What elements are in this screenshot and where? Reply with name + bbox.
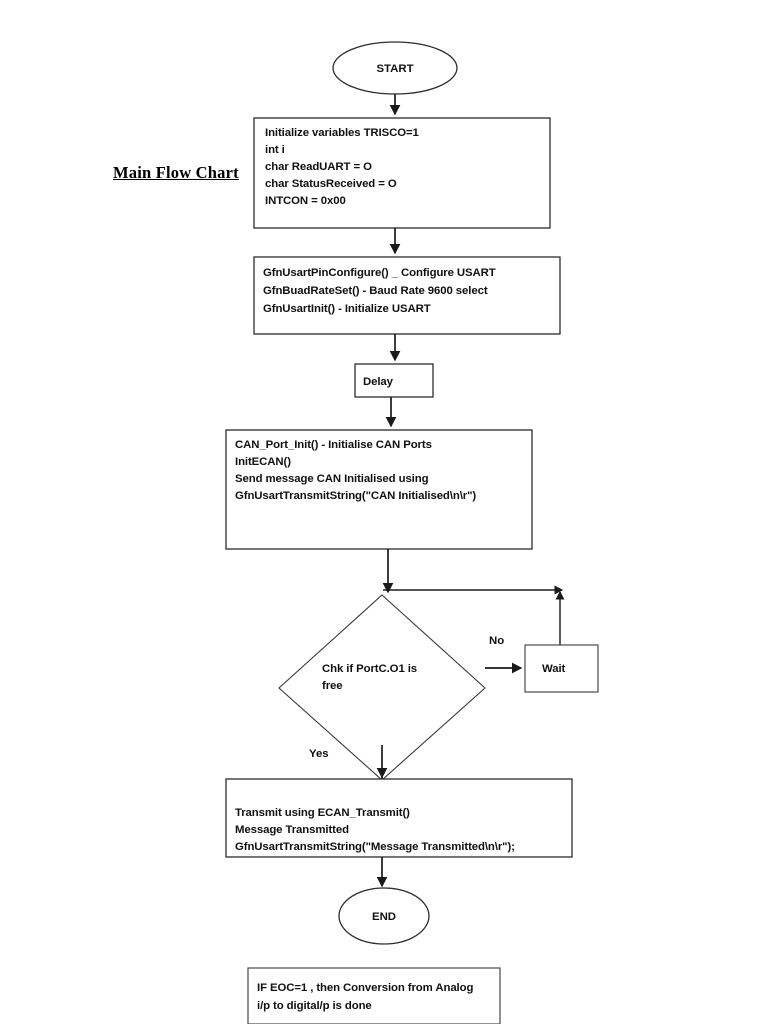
- chart-title: Main Flow Chart: [113, 163, 239, 182]
- node-transmit[interactable]: Transmit using ECAN_Transmit() Message T…: [225, 778, 573, 858]
- delay-box: [354, 363, 434, 398]
- usart-config-box: [253, 256, 561, 335]
- transmit-line-1: Transmit using ECAN_Transmit(): [235, 807, 410, 819]
- transmit-line-2: Message Transmitted: [235, 824, 349, 836]
- note-line-2: i/p to digital/p is done: [257, 1000, 372, 1012]
- node-end[interactable]: END: [338, 887, 430, 945]
- wait-label: Wait: [542, 663, 566, 675]
- transmit-line-3: GfnUsartTransmitString("Message Transmit…: [235, 841, 515, 853]
- node-start[interactable]: START: [332, 41, 458, 95]
- edge-label-yes: Yes: [309, 748, 329, 760]
- note-eoc-box: [247, 967, 501, 1024]
- node-wait[interactable]: Wait: [524, 644, 599, 693]
- end-label: END: [372, 911, 396, 923]
- can-line-2: InitECAN(): [235, 456, 291, 468]
- node-delay[interactable]: Delay: [354, 363, 434, 398]
- init-line-2: int i: [265, 144, 285, 156]
- start-label: START: [376, 63, 413, 75]
- can-line-1: CAN_Port_Init() - Initialise CAN Ports: [235, 439, 432, 451]
- can-line-3: Send message CAN Initialised using: [235, 473, 429, 485]
- node-note-eoc[interactable]: IF EOC=1 , then Conversion from Analog i…: [247, 967, 501, 1024]
- usart-line-1: GfnUsartPinConfigure() _ Configure USART: [263, 267, 496, 279]
- end-ellipse: [338, 887, 430, 945]
- usart-line-3: GfnUsartInit() - Initialize USART: [263, 303, 431, 315]
- edge-label-no: No: [489, 635, 504, 647]
- check-port-line-2: free: [322, 680, 343, 692]
- node-init-variables[interactable]: Initialize variables TRISCO=1 int i char…: [253, 117, 551, 229]
- delay-label: Delay: [363, 376, 394, 388]
- can-line-4: GfnUsartTransmitString("CAN Initialised\…: [235, 490, 476, 502]
- wait-box: [524, 644, 599, 693]
- usart-line-2: GfnBuadRateSet() - Baud Rate 9600 select: [263, 285, 488, 297]
- init-variables-box: [253, 117, 551, 229]
- init-line-1: Initialize variables TRISCO=1: [265, 127, 420, 139]
- note-line-1: IF EOC=1 , then Conversion from Analog: [257, 982, 473, 994]
- check-port-line-1: Chk if PortC.O1 is: [322, 663, 417, 675]
- node-usart-config[interactable]: GfnUsartPinConfigure() _ Configure USART…: [253, 256, 561, 335]
- init-line-5: INTCON = 0x00: [265, 195, 346, 207]
- init-line-3: char ReadUART = O: [265, 161, 372, 173]
- init-line-4: char StatusReceived = O: [265, 178, 397, 190]
- node-can-init[interactable]: CAN_Port_Init() - Initialise CAN Ports I…: [225, 429, 533, 550]
- can-init-box: [225, 429, 533, 550]
- transmit-box: [225, 778, 573, 858]
